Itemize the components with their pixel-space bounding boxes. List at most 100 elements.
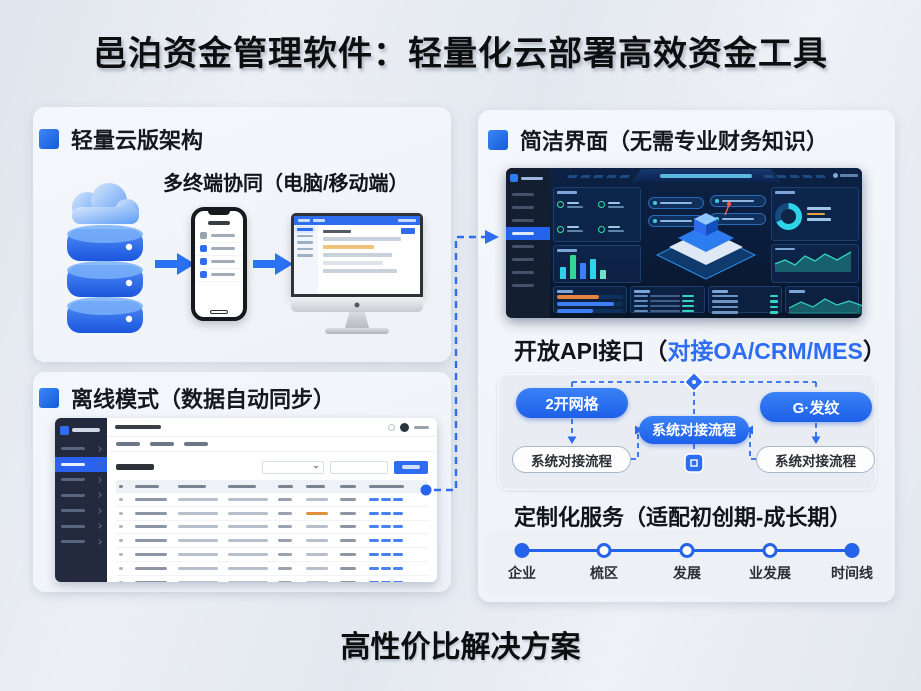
text-bar [134,566,168,570]
text-bar [228,497,269,501]
hbar-chart-panel [553,286,628,313]
table-cell [225,553,275,557]
text-bar [178,525,219,529]
timeline-node-filled [844,543,860,558]
text-bar [278,511,292,515]
dashboard-menu-item [506,188,550,201]
text-bar [567,226,579,229]
sidebar-menu-item [55,441,107,457]
list-icon [200,232,207,239]
dashboard-menu-item [506,253,550,266]
text-bar [340,525,356,529]
app-topbar [107,418,437,437]
text-bar [340,511,356,515]
table-cell [366,497,428,501]
link-bar [368,497,379,501]
status-circle-icon [598,225,605,233]
table-cell [303,511,337,515]
timeline-node-open [679,543,695,558]
bar [570,255,576,279]
page-title: 邑泊资金管理软件：轻量化云部署高效资金工具 [93,35,828,73]
sidebar-menu-item [55,488,107,504]
text-bar [119,580,123,582]
text-bar [228,511,269,515]
status-circle-icon [557,225,564,233]
feature-pill [710,195,766,207]
table-cell [303,525,337,529]
link-bar [392,553,403,557]
text-bar [61,524,85,528]
stat-item [598,216,637,239]
desktop-stand [345,312,369,328]
text-bar [134,580,168,582]
table-cell [116,511,132,515]
cloud-icon [72,183,139,224]
text-bar [650,304,681,307]
dashboard-sidebar [506,168,550,318]
search-input-mock [330,460,388,474]
stat-text [608,226,624,233]
timeline: 企业 梳区 发展 业发展 时间线 [486,530,888,596]
table-cell [366,539,428,543]
table-cell [175,525,225,529]
text-bar [340,553,356,557]
timeline-node-filled [514,543,530,558]
table-cell [303,539,337,543]
table-cell [116,580,132,582]
text-bar [682,304,695,307]
table-cell [132,539,176,543]
value-bar [769,294,778,297]
bar [560,267,566,279]
table-row [116,576,428,582]
value-bar [769,300,778,303]
text-bar [134,484,159,489]
text-bar [512,193,534,196]
text-bar [119,511,123,515]
table-cell [225,525,275,529]
text-bar [368,484,405,489]
stat-text [608,201,624,208]
timeline-label: 梳区 [590,565,618,581]
text-bar [178,497,219,501]
flow-node-bottom-left: 系统对接流程 [512,446,631,473]
timeline-label: 发展 [673,565,701,581]
table-cell [132,566,176,570]
customization-heading: 定制化服务（适配初创期-成长期） [514,505,852,530]
text-bar [306,553,329,557]
text-bar [340,484,356,489]
dashboard-right-column [771,187,859,283]
link-bar [380,497,391,501]
text-bar [211,273,235,276]
mini-table-row [634,309,700,312]
bar-chart-panel [553,245,641,283]
link-bar [368,525,379,529]
api-heading-suffix: ） [862,338,886,364]
text-bar [340,539,356,543]
table-cell [116,525,132,529]
text-bar [414,425,429,429]
text-bar [278,484,294,489]
text-bar [840,174,858,177]
header-cell [337,484,365,489]
sidebar-menu-item [55,472,107,488]
desktop-chin [291,297,423,312]
table-cell [225,539,275,543]
user-icon [833,173,838,178]
hbar-fill [557,301,614,306]
table-cell [275,525,303,529]
text-bar [608,201,620,204]
status-circle-icon [557,201,564,209]
text-bar [119,484,123,489]
offline-header-label: 离线模式（数据自动同步） [71,387,336,412]
table-cell [337,497,365,501]
desktop-screen [291,213,423,297]
decor-lines [566,175,634,178]
link-bar [380,553,391,557]
phone-mockup [191,207,247,321]
database-stack-icon [67,225,143,333]
header-cell [225,484,275,489]
link-bar [368,566,379,570]
table-cell [275,580,303,582]
phone-notch [208,210,230,215]
list-icon [200,271,207,278]
